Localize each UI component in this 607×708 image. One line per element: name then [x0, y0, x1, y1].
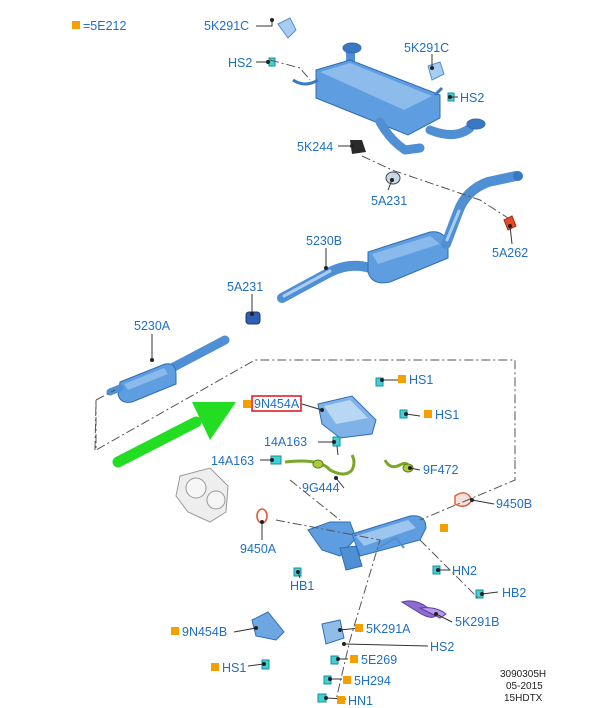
rear-muffler-assembly[interactable] — [292, 42, 486, 155]
callout-9n454a[interactable]: 9N454A — [254, 397, 300, 411]
marker-5h294 — [343, 676, 351, 684]
clamp-5a262[interactable] — [503, 215, 517, 231]
heat-shield-9n454a[interactable] — [317, 395, 377, 439]
intermediate-pipe-5230b[interactable] — [277, 171, 523, 303]
callout-hb1[interactable]: HB1 — [290, 579, 314, 593]
marker-9n454b — [171, 627, 179, 635]
callout-5a262[interactable]: 5A262 — [492, 246, 528, 260]
drawing-number: 3090305H — [500, 669, 546, 680]
dashed-line-top-left — [269, 59, 311, 81]
drawing-date: 05-2015 — [506, 681, 543, 692]
callout-hs2-lower[interactable]: HS2 — [430, 640, 454, 654]
callout-hn2[interactable]: HN2 — [452, 564, 477, 578]
marker-9n454a — [243, 400, 251, 408]
callout-hs1-top[interactable]: HS1 — [409, 373, 433, 387]
callout-9450a[interactable]: 9450A — [240, 542, 277, 556]
heat-shield-9n454b[interactable] — [251, 611, 285, 641]
marker-converter — [440, 524, 448, 532]
legend-marker — [72, 21, 80, 29]
dashed-line-top-center — [361, 155, 509, 219]
marker-hs1-bottom — [211, 663, 219, 671]
callout-9g444[interactable]: 9G444 — [302, 481, 340, 495]
rear-hanger-left[interactable] — [277, 17, 297, 39]
dashed-line-left-edge — [94, 399, 97, 451]
turbocharger[interactable] — [175, 467, 229, 523]
bracket-5k291a[interactable] — [321, 619, 345, 645]
front-pipe-5230a[interactable] — [106, 335, 230, 403]
callout-hs1-bottom[interactable]: HS1 — [222, 661, 246, 675]
callout-5230a[interactable]: 5230A — [134, 319, 171, 333]
callout-14a163-upper[interactable]: 14A163 — [264, 435, 307, 449]
marker-hn1 — [337, 696, 345, 704]
highlight-box-9n454a — [251, 395, 302, 412]
callout-9450b[interactable]: 9450B — [496, 497, 532, 511]
callout-5k291c-upper-left[interactable]: 5K291C — [204, 19, 249, 33]
callout-14a163-lower[interactable]: 14A163 — [211, 454, 254, 468]
callout-hs2-left[interactable]: HS2 — [228, 56, 252, 70]
sensor-9g444[interactable] — [284, 454, 356, 476]
callout-5h294[interactable]: 5H294 — [354, 674, 391, 688]
callout-5k291a[interactable]: 5K291A — [366, 622, 411, 636]
callout-hs2-right[interactable]: HS2 — [460, 91, 484, 105]
isolator-5k244[interactable] — [350, 140, 366, 154]
sensor-14a163-upper[interactable] — [332, 436, 341, 456]
drawing-model: 15HDTX — [504, 693, 543, 704]
callout-5k291b[interactable]: 5K291B — [455, 615, 499, 629]
clamp-5a231-upper[interactable] — [385, 171, 401, 185]
sensor-9f472[interactable] — [383, 459, 414, 473]
legend: =5E212 — [72, 19, 126, 33]
rear-hanger-right[interactable] — [427, 61, 445, 81]
marker-hs1-mid — [424, 410, 432, 418]
dashed-boundary-lower — [95, 359, 516, 460]
callout-5230b[interactable]: 5230B — [306, 234, 342, 248]
marker-hs1-top — [398, 375, 406, 383]
hs1-clip-top[interactable] — [375, 377, 384, 387]
callout-5a231-lower[interactable]: 5A231 — [227, 280, 263, 294]
dashed-line-sensor — [289, 479, 341, 521]
callout-hb2[interactable]: HB2 — [502, 586, 526, 600]
legend-code: =5E212 — [83, 19, 126, 33]
dashed-line-right — [419, 460, 516, 521]
callout-5k291c-upper-right[interactable]: 5K291C — [404, 41, 449, 55]
callout-hn1[interactable]: HN1 — [348, 694, 373, 708]
drawing-reference: 3090305H 05-2015 15HDTX — [500, 669, 546, 704]
callout-labels: 5K291C HS2 5K291C HS2 5K244 5A231 5A262 … — [134, 19, 532, 708]
callout-hs1-mid[interactable]: HS1 — [435, 408, 459, 422]
dashed-line-center — [275, 519, 381, 701]
callout-5e269[interactable]: 5E269 — [361, 653, 397, 667]
green-pointer-arrow — [112, 402, 236, 468]
catalytic-converter[interactable] — [307, 515, 427, 571]
callout-9n454b[interactable]: 9N454B — [182, 625, 227, 639]
callout-5a231-upper[interactable]: 5A231 — [371, 194, 407, 208]
leader-lines — [150, 18, 513, 700]
marker-5e269 — [350, 655, 358, 663]
clamp-5a231-lower[interactable] — [245, 311, 261, 325]
marker-5k291a — [355, 624, 363, 632]
callout-9f472[interactable]: 9F472 — [423, 463, 458, 477]
callout-5k244[interactable]: 5K244 — [297, 140, 333, 154]
